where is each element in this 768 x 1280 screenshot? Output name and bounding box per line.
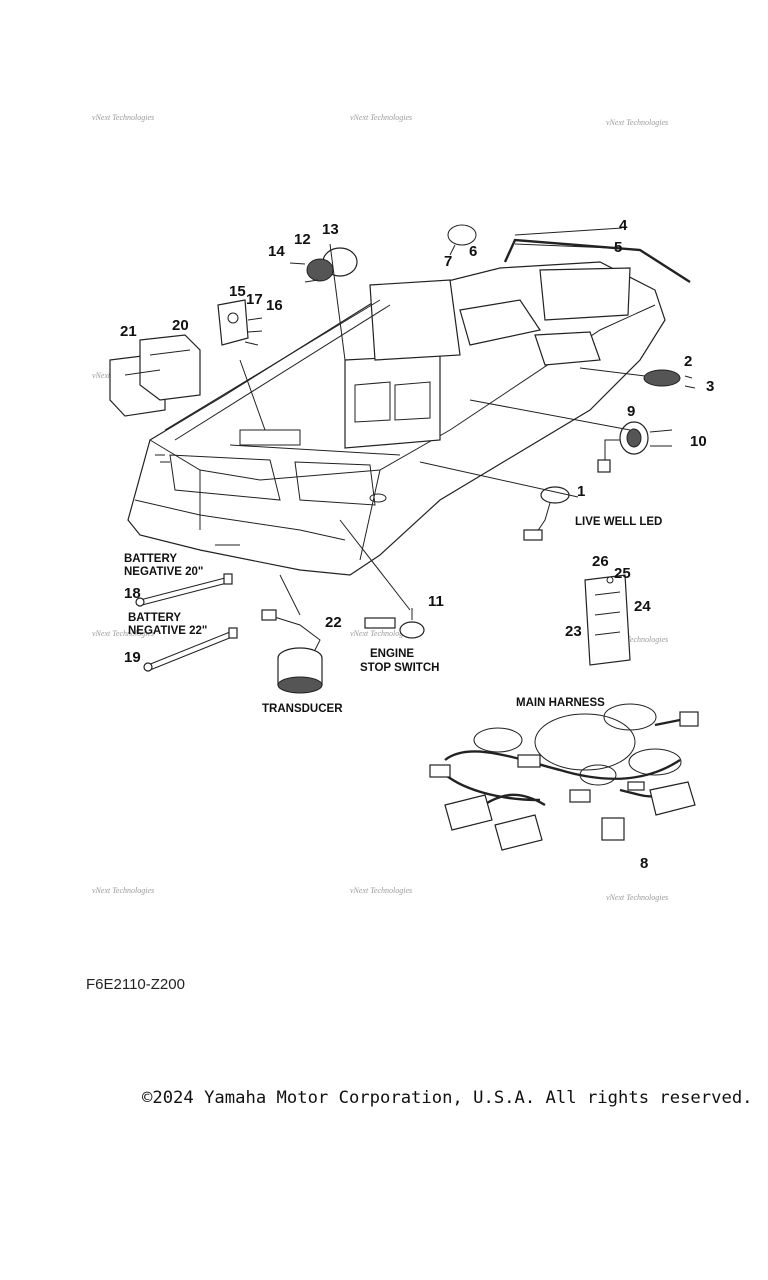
- label-live-well-led: LIVE WELL LED: [575, 516, 662, 528]
- watermark: vNext Technologies: [350, 629, 412, 638]
- callout-3: 3: [706, 378, 714, 395]
- callouts: 1 2 3 4 5 6 7 8 9 10 11 12 13 14 15 16 1…: [120, 217, 714, 872]
- label-battery-negative-20-line1: BATTERY: [124, 553, 177, 565]
- watermark: vNext Technologies: [92, 886, 154, 895]
- callout-9: 9: [627, 403, 635, 420]
- batteries: [109, 334, 201, 417]
- part-12-13: [289, 247, 358, 283]
- callout-20: 20: [172, 317, 189, 334]
- label-engine-stop-line1: ENGINE: [370, 648, 414, 660]
- callout-23: 23: [565, 623, 582, 640]
- callout-8: 8: [640, 855, 648, 872]
- part-11: [364, 608, 425, 639]
- callout-19: 19: [124, 649, 141, 666]
- callout-11: 11: [428, 593, 444, 610]
- part-6-ring: [447, 224, 477, 246]
- callout-21: 21: [120, 323, 137, 340]
- leader-lines: [239, 243, 631, 616]
- callout-15: 15: [229, 283, 246, 300]
- diagram-code: F6E2110-Z200: [86, 976, 185, 993]
- part-4-5: [503, 227, 691, 284]
- callout-2: 2: [684, 353, 692, 370]
- part-23-bracket: [584, 574, 631, 666]
- watermark: vNext Technologies: [606, 118, 668, 127]
- callout-17: 17: [246, 291, 263, 308]
- callout-5: 5: [614, 239, 622, 256]
- callout-16: 16: [266, 297, 283, 314]
- part-15: [217, 299, 263, 346]
- callout-22: 22: [325, 614, 342, 631]
- part-22-transducer: [261, 609, 323, 694]
- callout-26: 26: [592, 553, 609, 570]
- watermark: vNext Technologies: [92, 629, 154, 638]
- label-transducer: TRANSDUCER: [262, 703, 343, 715]
- label-main-harness: MAIN HARNESS: [516, 697, 605, 709]
- callout-6: 6: [469, 243, 477, 260]
- part-9-10: [597, 421, 673, 473]
- label-engine-stop-line2: STOP SWITCH: [360, 662, 439, 674]
- part-2-3: [579, 367, 696, 389]
- main-harness: [429, 703, 699, 851]
- callout-4: 4: [619, 217, 628, 234]
- part-1-led: [523, 486, 570, 541]
- boat-hull: [127, 261, 666, 576]
- label-battery-negative-20-line2: NEGATIVE 20": [124, 566, 203, 578]
- callout-24: 24: [634, 598, 651, 615]
- callout-14: 14: [268, 243, 285, 260]
- watermark: vNext Technologies: [92, 113, 154, 122]
- callout-13: 13: [322, 221, 339, 238]
- watermark: vNext Technologies: [350, 113, 412, 122]
- callout-25: 25: [614, 565, 631, 582]
- watermark: vNext Technologies: [350, 886, 412, 895]
- label-battery-negative-22-line2: NEGATIVE 22": [128, 625, 207, 637]
- watermark: vNext Technologies: [606, 893, 668, 902]
- callout-18: 18: [124, 585, 141, 602]
- callout-12: 12: [294, 231, 311, 248]
- cables-18-19: [135, 573, 238, 672]
- callout-7: 7: [444, 253, 452, 270]
- labels: LIVE WELL LED BATTERY NEGATIVE 20" BATTE…: [124, 516, 662, 715]
- callout-1: 1: [577, 483, 585, 500]
- label-battery-negative-22-line1: BATTERY: [128, 612, 181, 624]
- watermark: vNext Technologies: [606, 635, 668, 644]
- copyright-notice: ©2024 Yamaha Motor Corporation, U.S.A. A…: [142, 1088, 753, 1108]
- callout-10: 10: [690, 433, 707, 450]
